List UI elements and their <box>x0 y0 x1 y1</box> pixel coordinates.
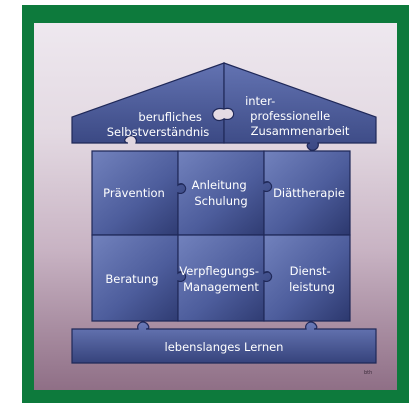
green-frame: berufliches Selbstverständnis inter- pro… <box>22 5 409 403</box>
diagram-panel: berufliches Selbstverständnis inter- pro… <box>34 23 397 390</box>
label-praevention: Prävention <box>103 186 165 200</box>
label-beratung: Beratung <box>105 272 158 286</box>
roof-right-label: inter- professionelle Zusammenarbeit <box>245 94 350 138</box>
row-1: Prävention Anleitung Schulung Diättherap… <box>91 150 351 236</box>
label-lebenslanges-lernen: lebenslanges Lernen <box>165 340 284 354</box>
roof: berufliches Selbstverständnis inter- pro… <box>71 62 377 151</box>
label-anleitung-schulung: Anleitung Schulung <box>192 178 251 208</box>
puzzle-house-diagram: berufliches Selbstverständnis inter- pro… <box>71 62 377 376</box>
tile-dienstleistung <box>263 234 351 322</box>
foundation: lebenslanges Lernen bth <box>71 321 377 376</box>
tile-verpflegungs-management <box>177 234 275 322</box>
roof-right-piece <box>223 62 377 151</box>
row-2: Beratung Verpflegungs- Management Dienst… <box>91 234 351 322</box>
label-diaettherapie: Diättherapie <box>273 186 345 200</box>
artist-signature: bth <box>364 370 372 376</box>
foundation-piece <box>71 321 377 364</box>
label-verpflegungs-management: Verpflegungs- Management <box>179 264 262 294</box>
label-dienstleistung: Dienst- leistung <box>289 264 335 294</box>
roof-left-label: berufliches Selbstverständnis <box>107 110 210 139</box>
tile-diaettherapie <box>263 150 351 236</box>
